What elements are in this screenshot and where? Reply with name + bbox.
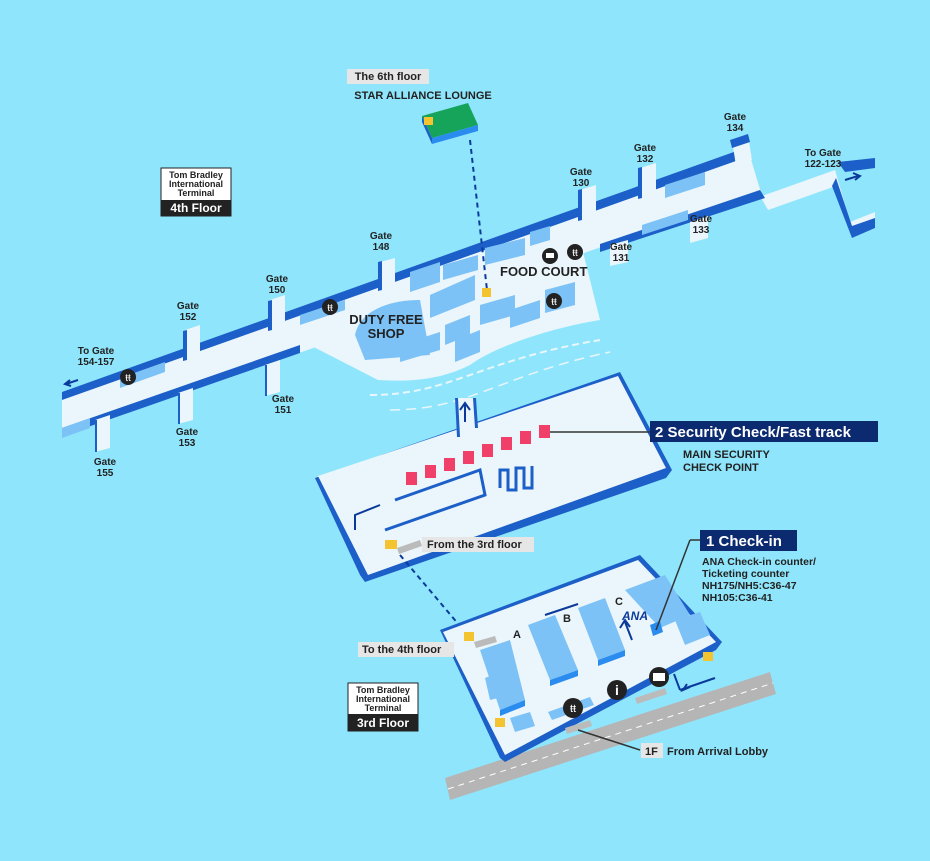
- terminal-4f-sign: Tom Bradley International Terminal 4th F…: [160, 167, 232, 217]
- checkin-desc-4: NH105:C36-41: [702, 592, 773, 604]
- terminal-3f-line2: International: [356, 694, 410, 704]
- escalator-icon: [424, 117, 433, 125]
- row-a-label: A: [513, 629, 521, 641]
- lounge-name: STAR ALLIANCE LOUNGE: [354, 90, 492, 102]
- arrow-icon: [844, 172, 862, 181]
- gate-133-number: 133: [693, 225, 710, 236]
- security-callout: 2 Security Check/Fast track: [655, 424, 852, 441]
- gate-152-number: 152: [180, 312, 197, 323]
- gate-152-label: Gate: [177, 301, 200, 312]
- gate-150-label: Gate: [266, 274, 289, 285]
- security-lane: [406, 472, 417, 485]
- svg-text:ŧŧ: ŧŧ: [551, 297, 557, 308]
- security-lane: [520, 431, 531, 444]
- duty-free-label-1: DUTY FREE: [349, 312, 423, 327]
- security-lane: [482, 444, 493, 457]
- svg-text:i: i: [615, 682, 619, 698]
- security-lane: [444, 458, 455, 471]
- gate-155-number: 155: [97, 468, 114, 479]
- star-alliance-lounge: [422, 103, 491, 297]
- restroom-icon: ŧŧ: [322, 299, 338, 315]
- duty-free-label-2: SHOP: [368, 326, 405, 341]
- gate-130-label: Gate: [570, 167, 593, 178]
- svg-text:ŧŧ: ŧŧ: [572, 248, 578, 259]
- gate-153-label: Gate: [176, 427, 199, 438]
- arrow-icon: [62, 379, 79, 387]
- gate-134-number: 134: [727, 123, 744, 134]
- to-4th-floor-label: To the 4th floor: [362, 644, 442, 656]
- svg-text:ŧŧ: ŧŧ: [327, 303, 333, 314]
- restaurant-icon: [542, 248, 558, 264]
- ana-logo: ANA: [621, 609, 648, 623]
- escalator-icon: [703, 652, 713, 661]
- terminal-3f-floor: 3rd Floor: [357, 716, 409, 730]
- security-callout-box: [650, 421, 878, 442]
- gate-132-label: Gate: [634, 143, 657, 154]
- checkin-desc-2: Ticketing counter: [702, 568, 789, 580]
- to-gate-154-label: To Gate: [78, 346, 115, 357]
- gate-151-number: 151: [275, 405, 292, 416]
- gate-132-number: 132: [637, 154, 654, 165]
- elevator-icon: [649, 667, 669, 687]
- checkin-callout-box: [700, 530, 797, 551]
- check-in-hall-3f: [440, 539, 722, 762]
- gate-153-number: 153: [179, 438, 196, 449]
- lounge-floor-label: The 6th floor: [355, 71, 422, 83]
- gate-151-label: Gate: [272, 394, 295, 405]
- gate-130-number: 130: [573, 178, 590, 189]
- svg-text:ŧŧ: ŧŧ: [570, 703, 576, 715]
- terminal-3f-line3: Terminal: [365, 703, 402, 713]
- checkin-desc-1: ANA Check-in counter/: [702, 556, 816, 568]
- terminal-3f-line1: Tom Bradley: [356, 685, 410, 695]
- restroom-icon: ŧŧ: [120, 369, 136, 385]
- security-area: [315, 372, 672, 633]
- information-icon: i: [607, 680, 627, 700]
- gate-131-number: 131: [613, 253, 630, 264]
- escalator-icon: [482, 288, 491, 297]
- arrival-label: From Arrival Lobby: [667, 746, 769, 758]
- gate-148-label: Gate: [370, 231, 393, 242]
- to-gate-122-number: 122-123: [805, 159, 842, 170]
- terminal-4f-floor: 4th Floor: [170, 201, 222, 215]
- gate-134-label: Gate: [724, 112, 747, 123]
- escalator-icon: [464, 632, 474, 641]
- restroom-icon: ŧŧ: [546, 293, 562, 309]
- arrow-icon: [544, 603, 579, 616]
- gate-155-label: Gate: [94, 457, 117, 468]
- terminal-3f-sign: Tom Bradley International Terminal 3rd F…: [347, 682, 419, 732]
- concourse-4f: [62, 134, 875, 452]
- security-desc-1: MAIN SECURITY: [683, 449, 770, 461]
- gate-148-number: 148: [373, 242, 390, 253]
- row-c-label: C: [615, 596, 623, 608]
- security-lane: [463, 451, 474, 464]
- to-gate-122-label: To Gate: [805, 148, 842, 159]
- security-desc-2: CHECK POINT: [683, 462, 759, 474]
- terminal-4f-line3: Terminal: [178, 188, 215, 198]
- gate-133-label: Gate: [690, 214, 713, 225]
- gate-150-number: 150: [269, 285, 286, 296]
- security-lane: [501, 437, 512, 450]
- central-zone: [300, 226, 611, 411]
- terminal-4f-line2: International: [169, 179, 223, 189]
- security-lanes: [406, 425, 550, 485]
- arrival-badge: 1F: [645, 746, 658, 758]
- terminal-4f-line1: Tom Bradley: [169, 170, 223, 180]
- escalator-icon: [495, 718, 505, 727]
- security-lane: [539, 425, 550, 438]
- checkin-desc-3: NH175/NH5:C36-47: [702, 580, 797, 592]
- security-lane: [425, 465, 436, 478]
- gate-131-label: Gate: [610, 242, 633, 253]
- svg-text:ŧŧ: ŧŧ: [125, 373, 131, 384]
- row-b-label: B: [563, 613, 571, 625]
- checkin-callout: 1 Check-in: [706, 533, 782, 550]
- from-3rd-floor-label: From the 3rd floor: [427, 539, 522, 551]
- escalator-icon: [385, 540, 397, 549]
- restroom-icon: ŧŧ: [563, 698, 583, 718]
- restroom-icon: ŧŧ: [567, 244, 583, 260]
- to-gate-154-number: 154-157: [78, 357, 115, 368]
- food-court-label: FOOD COURT: [500, 264, 587, 279]
